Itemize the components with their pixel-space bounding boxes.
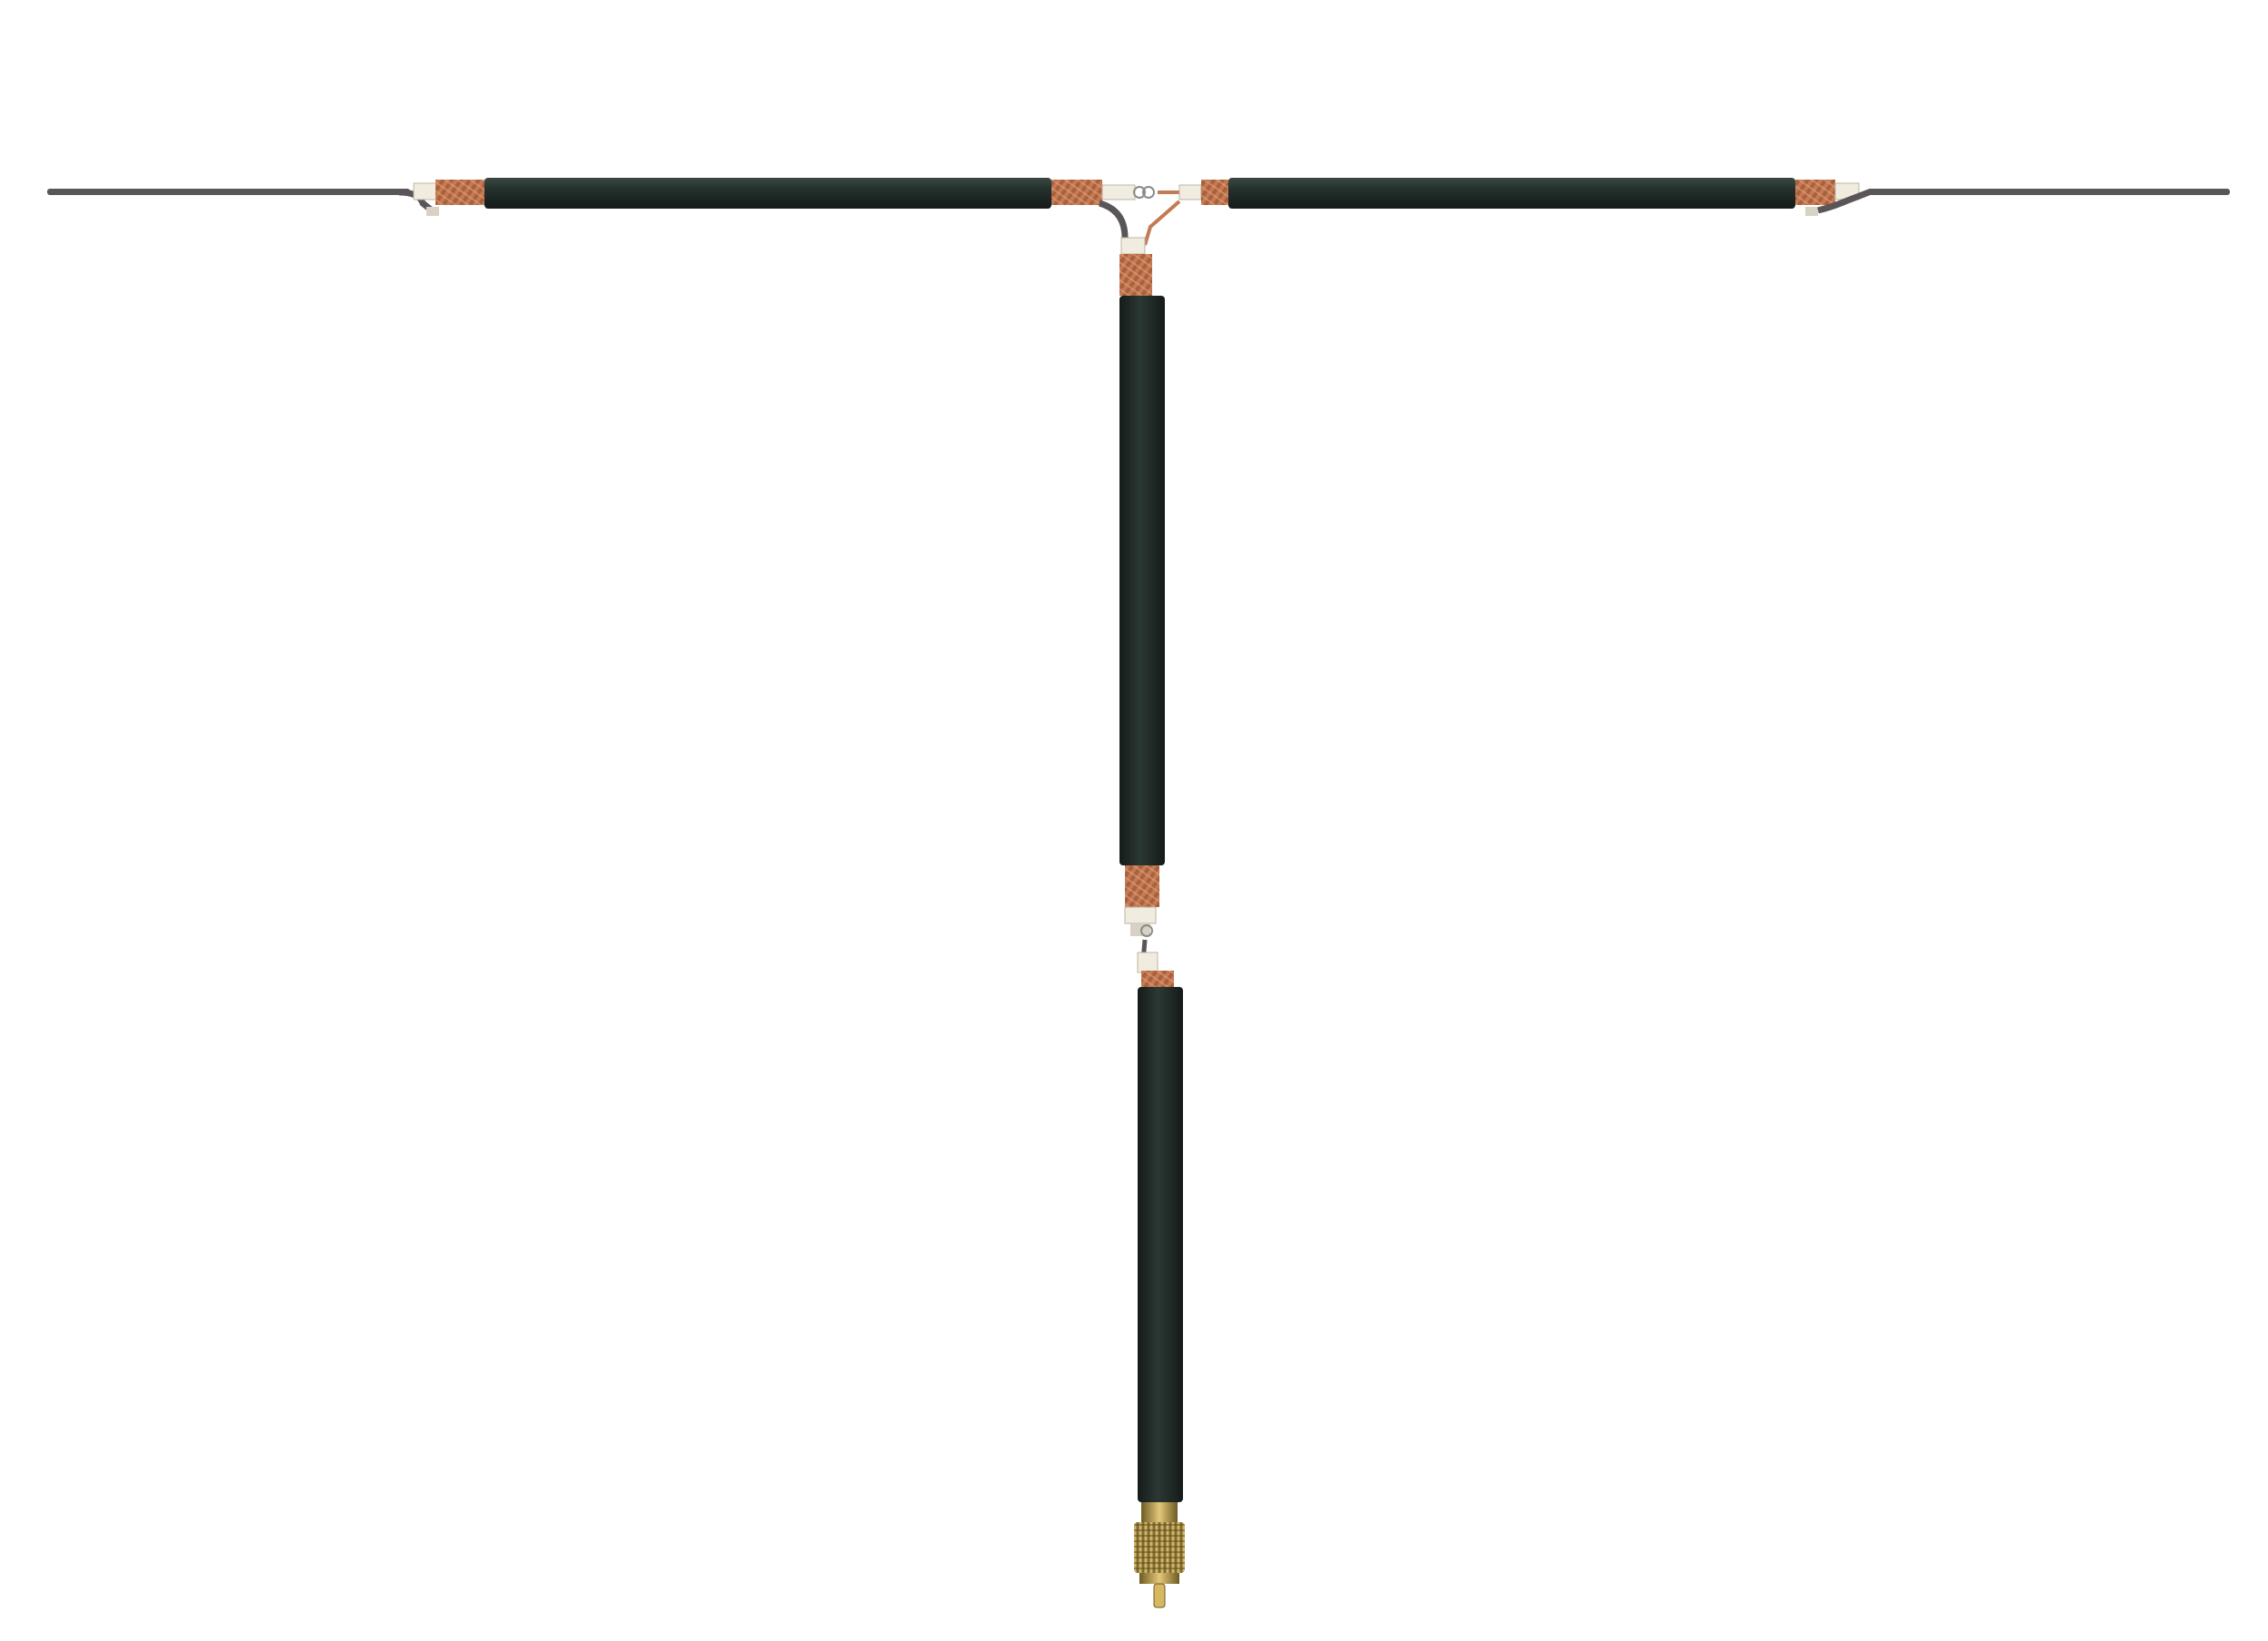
- lower-vertical-cable: [1138, 987, 1183, 1502]
- upper-vertical-cable: [1119, 296, 1165, 865]
- left-wire-element: [47, 189, 435, 213]
- wire-element-icon: [47, 189, 410, 195]
- right-inner-joint: [1178, 180, 1228, 205]
- vertical-top-joint: [1119, 237, 1152, 296]
- left-cable-section: [484, 178, 1051, 209]
- right-wire-element: [1867, 189, 2230, 195]
- wire-element-icon: [1867, 189, 2230, 195]
- pl259-connector-icon: [1134, 1502, 1185, 1608]
- left-outer-joint: [413, 180, 484, 216]
- right-outer-joint: [1795, 180, 1871, 216]
- right-cable-section: [1228, 178, 1795, 209]
- feed-point: [1133, 186, 1181, 246]
